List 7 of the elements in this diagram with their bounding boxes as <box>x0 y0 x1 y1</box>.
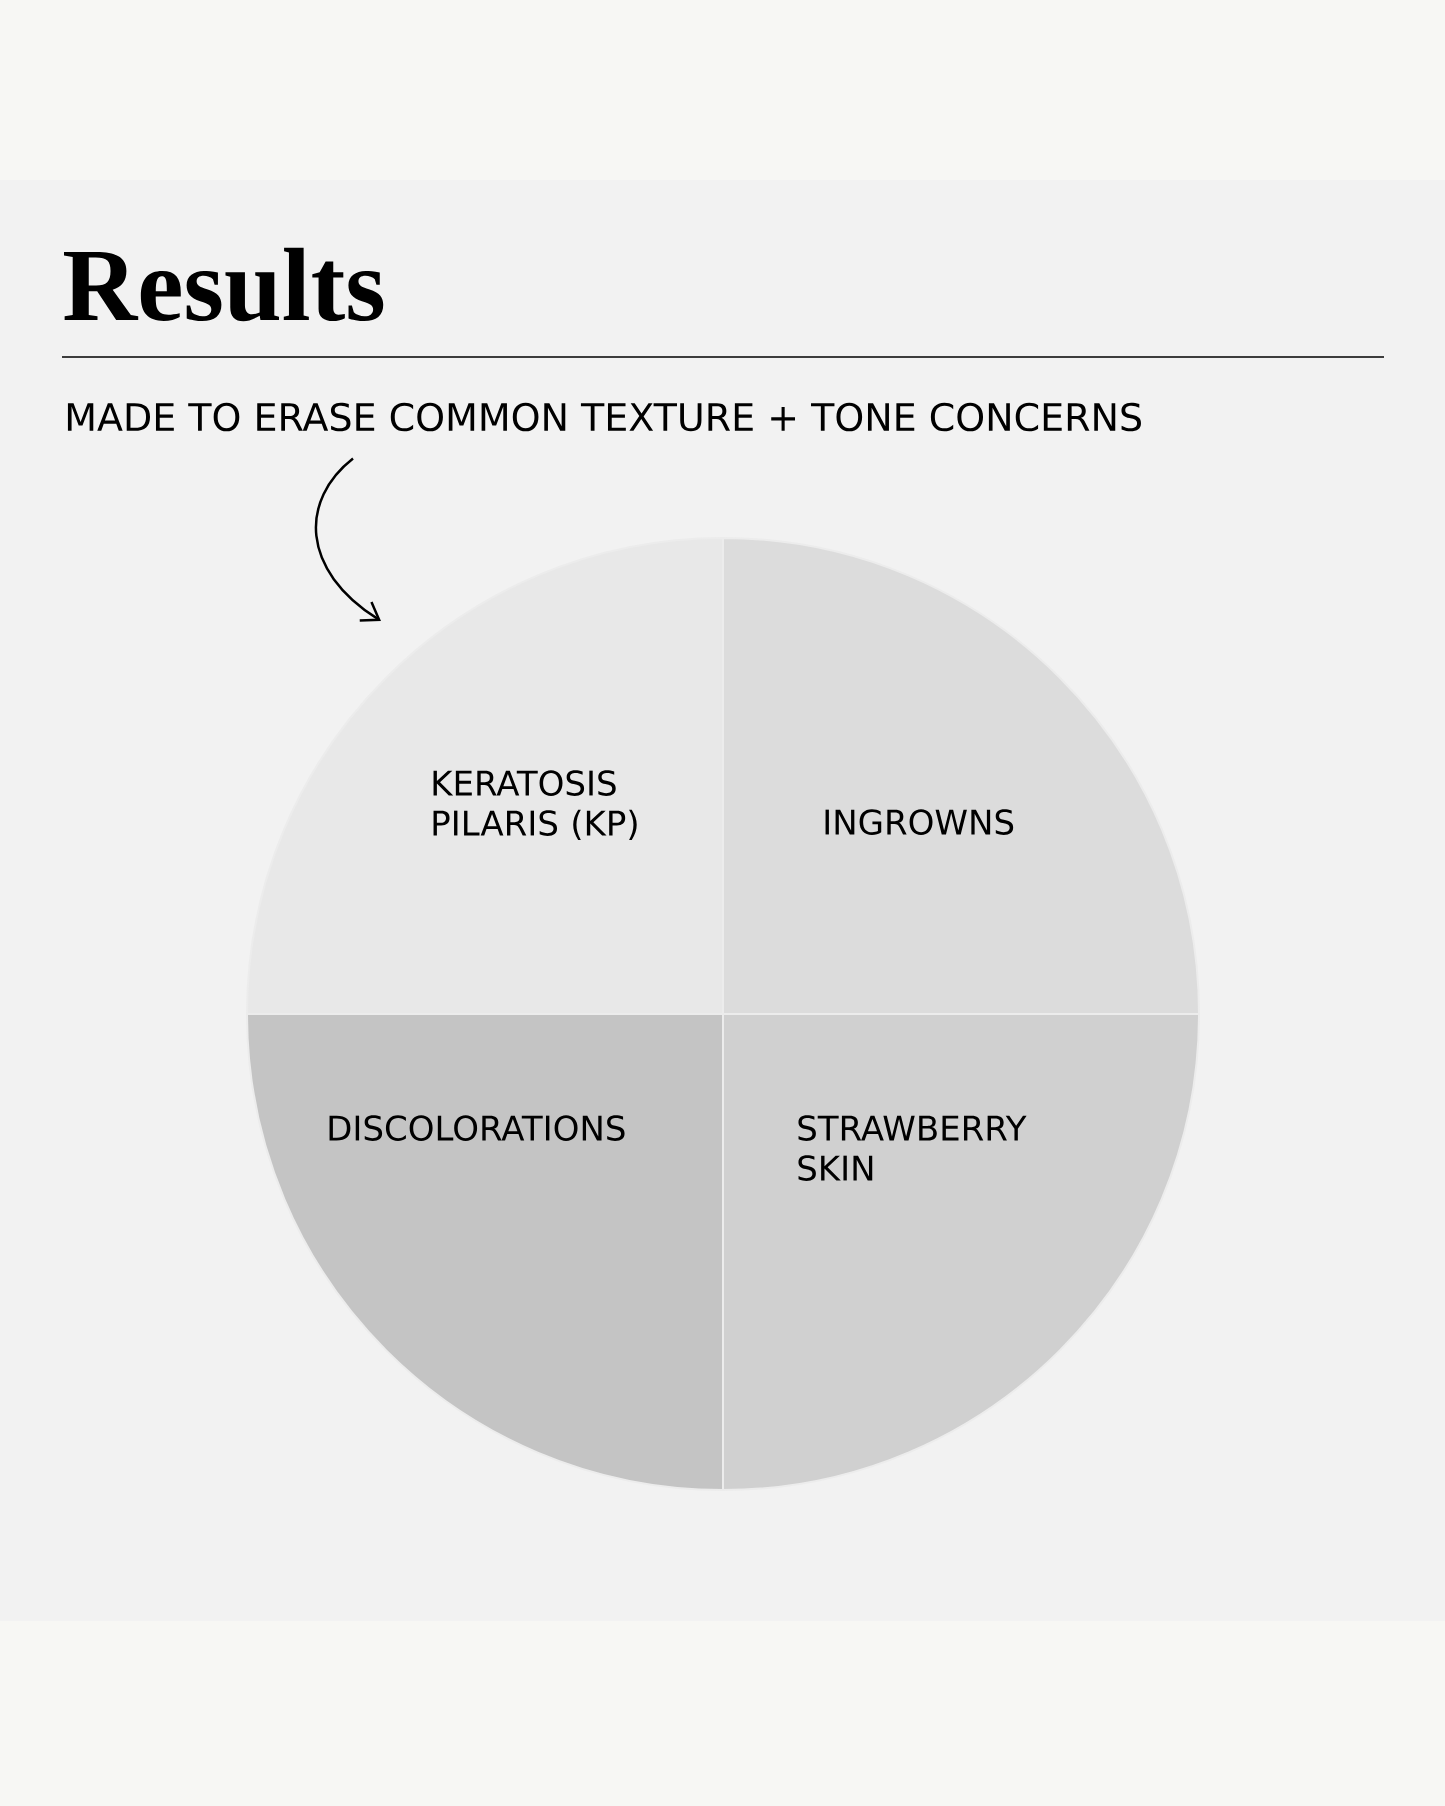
pie-quadrant: DISCOLORATIONS <box>246 1013 724 1491</box>
pie-quadrant: KERATOSIS PILARIS (KP) <box>246 537 724 1015</box>
pie-quadrant: STRAWBERRY SKIN <box>722 1013 1200 1491</box>
heading-note: MADE TO ERASE COMMON TEXTURE + TONE CONCERNS <box>67 402 1141 432</box>
curved-arrow <box>314 457 381 622</box>
pie-quadrant: INGROWNS <box>722 537 1200 1015</box>
title: Results <box>63 247 384 322</box>
